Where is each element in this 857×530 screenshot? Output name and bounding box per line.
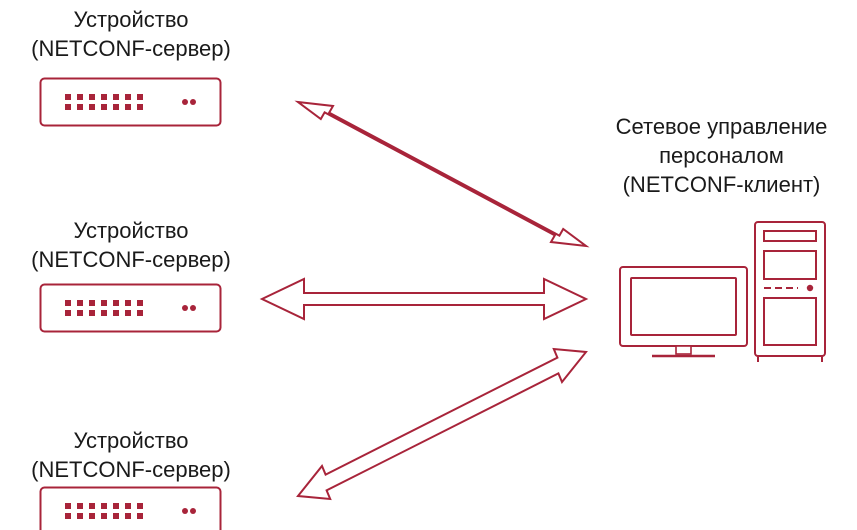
client-title-line1: Сетевое управление [615,114,828,139]
server-2-label: Устройство (NETCONF-сервер) [0,216,262,274]
arrow-server3-client [296,347,588,501]
arrow-server1-client [294,100,590,248]
server-2-role: (NETCONF-сервер) [31,247,231,272]
server-1-label: Устройство (NETCONF-сервер) [0,5,262,63]
client-label: Сетевое управление персоналом (NETCONF-к… [586,112,857,199]
server-3-role: (NETCONF-сервер) [31,457,231,482]
server-2-title: Устройство [73,218,189,243]
server-1-icon [39,77,222,127]
server-1-role: (NETCONF-сервер) [31,36,231,61]
monitor-icon [619,266,748,358]
server-3-icon [39,486,222,530]
client-role: (NETCONF-клиент) [622,172,821,197]
client-title-line2: персоналом [659,143,784,168]
server-3-label: Устройство (NETCONF-сервер) [0,426,262,484]
server-3-title: Устройство [73,428,189,453]
arrow-server2-client [259,277,589,321]
server-2-icon [39,283,222,333]
tower-pc-icon [754,221,826,362]
server-1-title: Устройство [73,7,189,32]
